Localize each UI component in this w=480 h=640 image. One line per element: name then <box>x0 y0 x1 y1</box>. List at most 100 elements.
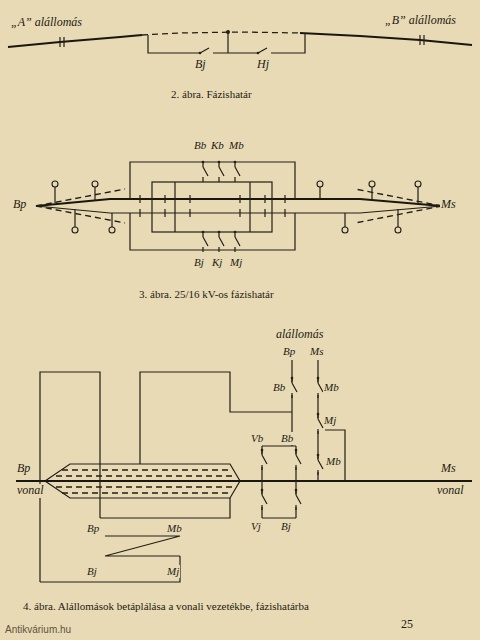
feeder-wires <box>174 182 175 232</box>
switch-gap <box>232 166 242 179</box>
supply-wires <box>262 517 296 518</box>
switch-gap <box>216 236 226 249</box>
bypass-wire <box>226 30 230 34</box>
signal-post <box>111 213 112 227</box>
label: Mj <box>166 565 180 578</box>
switch-blade <box>203 162 208 182</box>
label: Mb <box>323 381 340 394</box>
switch-blade <box>235 162 240 182</box>
switch-blade <box>318 455 323 475</box>
signal-head <box>369 181 375 187</box>
bypass-wire <box>271 33 305 53</box>
track-lines <box>36 189 442 223</box>
label: vonal <box>436 484 465 498</box>
label: 25 <box>400 618 414 632</box>
catenary-line <box>419 35 420 45</box>
section-insulator <box>164 209 165 217</box>
supply-wires <box>40 556 180 582</box>
signal-head <box>395 227 401 233</box>
label: Mb <box>228 139 245 152</box>
section-insulator <box>139 209 140 217</box>
label: Ms <box>440 462 457 476</box>
track-lines <box>36 206 442 213</box>
label: 3. ábra. 25/16 kV-os fázishatár <box>138 288 275 301</box>
label: vonal <box>16 484 45 498</box>
switch-blade <box>296 450 301 470</box>
label: Mb <box>166 522 183 535</box>
label: Bp <box>282 345 296 358</box>
switch-pivot <box>291 377 294 380</box>
catenary-line <box>63 37 64 47</box>
switch-symbols <box>199 48 325 510</box>
signal-post <box>344 213 345 227</box>
watermark: Antikvárium.hu <box>4 624 72 636</box>
supply-wires <box>40 372 100 582</box>
supply-wires <box>318 430 345 481</box>
section-insulator <box>264 195 265 203</box>
track-section <box>16 480 472 482</box>
label: Hj <box>256 58 270 72</box>
switch-pivot <box>218 161 221 164</box>
signal-post <box>94 187 95 201</box>
supply-wires <box>262 445 296 446</box>
track-section <box>56 486 236 487</box>
section-insulator <box>189 209 190 217</box>
switch-gap <box>216 166 226 179</box>
switch-blade <box>292 378 297 398</box>
signal-post <box>371 187 372 201</box>
switch-pivot <box>199 52 202 55</box>
label: Vb <box>250 432 264 445</box>
switch-pivot <box>295 489 298 492</box>
switch-gap <box>232 236 242 249</box>
catenary-line <box>8 35 142 47</box>
label: Kb <box>210 139 225 152</box>
switch-pivot <box>317 377 320 380</box>
switch-gap <box>293 494 303 507</box>
supply-wires <box>100 498 230 518</box>
label: Ms <box>440 198 457 212</box>
label: 2. ábra. Fázishatár <box>170 88 253 101</box>
track-section <box>62 492 232 493</box>
switch-pivot <box>234 231 237 234</box>
switch-pivot <box>218 231 221 234</box>
label: Kj <box>211 256 223 269</box>
section-insulator <box>164 195 165 203</box>
signal-head <box>72 227 78 233</box>
supply-wires <box>140 372 292 464</box>
switch-pivot <box>202 231 205 234</box>
signal-symbols <box>52 181 421 233</box>
label: Bj <box>194 58 207 72</box>
signal-head <box>317 181 323 187</box>
switch-pivot <box>317 454 320 457</box>
label: „A” alállomás <box>10 16 83 30</box>
track-section <box>16 464 472 498</box>
label: alállomás <box>275 328 324 342</box>
switch-gap <box>200 166 210 179</box>
switch-pivot <box>261 489 264 492</box>
label: Vj <box>250 520 262 533</box>
switch-pivot <box>202 161 205 164</box>
bypass-wire <box>227 32 228 53</box>
switch-pivot <box>295 449 298 452</box>
feeder-wires <box>152 182 272 232</box>
track-lines <box>36 189 125 206</box>
track-section <box>62 469 232 470</box>
signal-head <box>52 181 58 187</box>
label: Bj <box>86 565 98 578</box>
switch-blade <box>258 48 271 53</box>
switch-pivot <box>257 52 260 55</box>
label: Mb <box>325 455 342 468</box>
switch-gap <box>200 236 210 249</box>
switch-blade <box>296 490 301 510</box>
track-lines <box>36 199 442 206</box>
switch-blade <box>203 232 208 252</box>
switch-gap <box>293 454 303 467</box>
section-insulator <box>264 209 265 217</box>
signal-head <box>415 181 421 187</box>
label: Mj <box>229 256 243 269</box>
section-insulator <box>239 195 240 203</box>
signal-head <box>342 227 348 233</box>
bypass-wire <box>148 30 305 53</box>
section-insulator <box>284 195 285 203</box>
